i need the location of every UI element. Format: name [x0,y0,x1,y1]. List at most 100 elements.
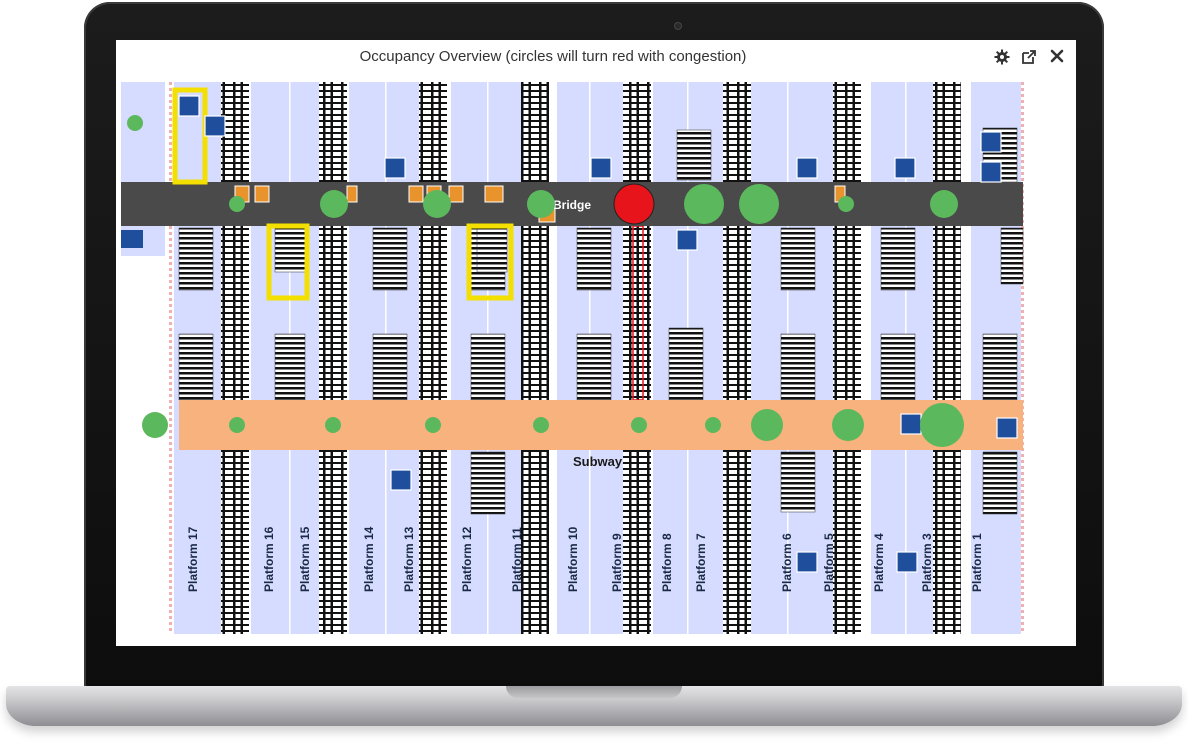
bridge-label: Bridge [553,198,591,212]
platform-label: Platform 9 [610,533,624,592]
occupancy-markers [127,115,964,447]
staircase [274,227,306,273]
staircase [576,333,612,401]
facility-icon [996,417,1018,439]
subway-occupancy-marker [832,409,864,441]
bridge-occupancy-marker [423,190,451,218]
staircase [982,451,1018,515]
tracks-layer [221,82,961,634]
lift-frame [266,223,310,301]
shop-icon [254,185,270,203]
bridge-occupancy-marker [930,190,958,218]
settings-button[interactable] [992,47,1012,67]
platform-label: Platform 10 [566,526,580,592]
staircase [668,327,704,401]
concourse-area [121,82,165,182]
facility-icon [980,161,1002,183]
subway-occupancy-marker [751,409,783,441]
platform-label: Platform 15 [298,526,312,592]
subway-occupancy-marker [325,417,341,433]
staircase [372,227,408,291]
facility-icon [894,157,916,179]
subway-occupancy-marker [631,417,647,433]
staircase [676,129,712,181]
close-icon [1050,49,1064,63]
staircase [780,333,816,401]
platform-label: Platform 5 [822,533,836,592]
rail-track [723,82,751,634]
stairs-layer [178,127,1024,515]
rail-track [833,82,861,634]
concourse-occupancy-marker [127,115,143,131]
facility-icon [390,469,412,491]
staircase [274,333,306,401]
camera [674,22,682,30]
platform-label: Platform 1 [970,533,984,592]
boundary-wall [1020,82,1026,634]
platform-label: Platform 13 [402,526,416,592]
staircase [780,227,816,291]
facility-icon [178,95,200,117]
rail-track [623,82,651,634]
facility-icon [204,115,226,137]
facility-icon [796,551,818,573]
bridge-occupancy-marker [739,184,779,224]
shop-icon [346,185,358,203]
rail-track [221,82,249,634]
external-link-icon [1022,50,1036,64]
shop-icon [448,185,464,203]
subway-occupancy-marker [920,403,964,447]
rail-track [419,82,447,634]
facility-icon [980,131,1002,153]
bridge-corridor [121,182,1023,226]
rail-track [319,82,347,634]
staircase [470,451,506,515]
facility-icon [384,157,406,179]
popout-button[interactable] [1019,47,1039,67]
staircase [1000,227,1024,285]
bridge-occupancy-marker [613,183,655,225]
window-title: Occupancy Overview (circles will turn re… [359,48,747,65]
facility-icon [121,230,143,248]
rail-track [933,82,961,634]
shop-icon [484,185,504,203]
bridge-occupancy-marker [320,190,348,218]
rail-track [521,82,549,634]
staircase [982,333,1018,401]
staircase [372,333,408,401]
staircase [780,451,816,513]
subway-occupancy-marker [533,417,549,433]
staircase [880,333,916,401]
subway-occupancy-marker [142,412,168,438]
titlebar: Occupancy Overview (circles will turn re… [116,40,1076,76]
bridge-occupancy-marker [527,190,555,218]
gear-icon [994,49,1010,65]
staircase [178,227,214,291]
bridge-occupancy-marker [229,196,245,212]
close-button[interactable] [1047,47,1067,67]
facility-icon [676,229,698,251]
laptop-notch [506,686,682,698]
platform-label: Platform 3 [920,533,934,592]
lift-frame [466,223,514,301]
facility-icon [796,157,818,179]
platform-label: Platform 8 [660,533,674,592]
subway-corridor [179,400,1023,450]
boundary-wall [167,82,174,634]
platform-label: Platform 11 [510,527,524,592]
staircase [576,227,612,291]
staircase [178,333,214,401]
subway-occupancy-marker [425,417,441,433]
shop-icon [408,185,424,203]
facility-icon [896,551,918,573]
staircase [476,227,508,273]
platform-label: Platform 16 [262,526,276,592]
facility-icon [590,157,612,179]
platform-label: Platform 4 [872,533,886,592]
subway-label: Subway [573,454,623,469]
staircase [470,333,506,401]
